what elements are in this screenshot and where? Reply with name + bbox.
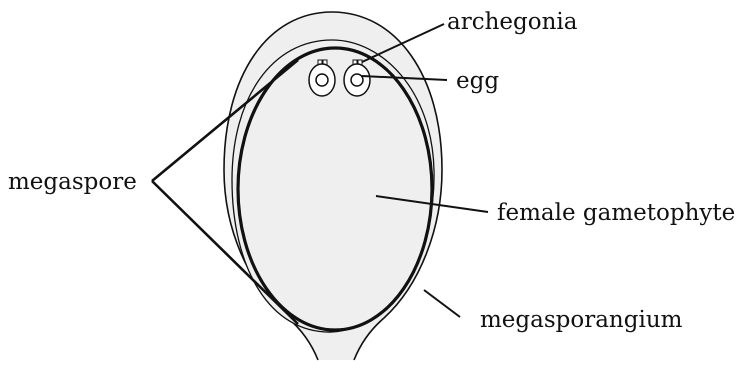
megasporangium-leader [424,290,460,317]
label-archegonia: archegonia [447,9,578,35]
label-egg: egg [456,68,499,94]
egg-left [316,74,328,86]
female-gametophyte-outline [238,48,432,330]
egg-right [351,74,363,86]
label-megasporangium: megasporangium [480,307,683,333]
label-female-gametophyte: female gametophyte [497,200,735,226]
label-megaspore: megaspore [8,169,137,195]
